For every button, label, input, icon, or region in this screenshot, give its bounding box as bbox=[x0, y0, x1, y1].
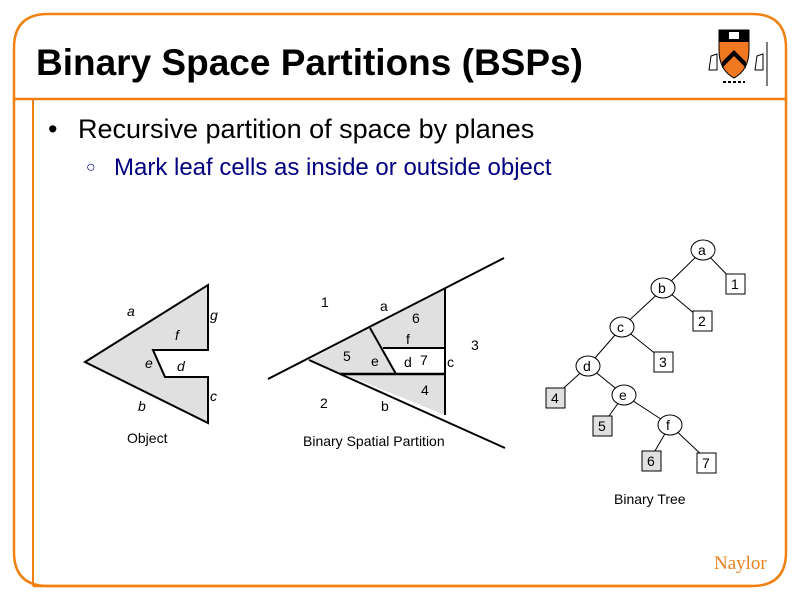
bullet-text: Mark leaf cells as inside or outside obj… bbox=[114, 154, 552, 181]
partition-figure: 1 a 6 f 3 5 e d 7 c 4 2 b Binary Spatial… bbox=[267, 257, 506, 449]
tree-leaf-5 bbox=[592, 415, 613, 437]
edge-label-a: a bbox=[127, 303, 135, 319]
bullet-level1: • Recursive partition of space by planes bbox=[48, 114, 534, 145]
tree-leaf-label-7: 7 bbox=[702, 455, 710, 471]
tree-leaf-2 bbox=[692, 310, 713, 332]
tree-leaf-label-3: 3 bbox=[659, 354, 667, 370]
tree-node-label-c: c bbox=[617, 319, 624, 335]
author-credit: Naylor bbox=[714, 553, 767, 574]
cell-label-4: 4 bbox=[421, 382, 429, 398]
tree-leaf-label-4: 4 bbox=[551, 390, 559, 406]
partition-caption: Binary Spatial Partition bbox=[303, 433, 445, 449]
cell-label-5: 5 bbox=[343, 348, 351, 364]
tree-leaf-6 bbox=[641, 450, 662, 472]
tree-node-c bbox=[609, 316, 635, 338]
cell-label-7: 7 bbox=[420, 352, 428, 368]
tree-node-f bbox=[657, 414, 683, 436]
bullet-text: Recursive partition of space by planes bbox=[78, 114, 535, 144]
line-label-a: a bbox=[380, 298, 388, 314]
cell-label-2: 2 bbox=[320, 395, 328, 411]
bullet-level2: ○ Mark leaf cells as inside or outside ob… bbox=[86, 154, 552, 182]
tree-leaf-1 bbox=[725, 273, 746, 295]
bullet-marker: ○ bbox=[86, 159, 96, 176]
tree-caption: Binary Tree bbox=[614, 491, 686, 507]
tree-leaf-label-6: 6 bbox=[647, 453, 655, 469]
line-label-d: d bbox=[404, 354, 412, 370]
tree-leaf-7 bbox=[696, 452, 717, 474]
tree-leaf-label-1: 1 bbox=[731, 276, 739, 292]
tree-figure bbox=[545, 239, 746, 474]
tree-node-d bbox=[575, 355, 601, 377]
cell-label-1: 1 bbox=[321, 294, 329, 310]
tree-leaf-4 bbox=[545, 387, 566, 409]
tree-node-label-e: e bbox=[619, 387, 627, 403]
line-label-e: e bbox=[371, 353, 379, 369]
tree-node-b bbox=[650, 277, 676, 299]
tree-node-label-a: a bbox=[698, 242, 706, 258]
tree-leaf-3 bbox=[653, 351, 674, 373]
cell-label-6: 6 bbox=[412, 310, 420, 326]
edge-label-b: b bbox=[138, 398, 146, 414]
tree-leaf-label-5: 5 bbox=[598, 418, 606, 434]
tree-leaf-label-2: 2 bbox=[698, 313, 706, 329]
object-figure: a g f e d c b Object bbox=[82, 283, 218, 446]
edge-label-d: d bbox=[177, 358, 186, 374]
tree-node-label-b: b bbox=[658, 280, 666, 296]
tree-node-label-d: d bbox=[583, 358, 591, 374]
edge-label-c: c bbox=[210, 388, 217, 404]
line-label-c: c bbox=[447, 354, 454, 370]
bullet-marker: • bbox=[48, 114, 58, 144]
princeton-shield-logo bbox=[708, 29, 768, 86]
tree-labels: a b c d e f 1 2 3 4 5 6 7 Binary Tree bbox=[551, 242, 739, 507]
edge-label-e: e bbox=[145, 355, 153, 371]
slide-title: Binary Space Partitions (BSPs) bbox=[36, 42, 583, 83]
edge-label-f: f bbox=[175, 327, 181, 343]
tree-node-a bbox=[690, 239, 716, 261]
tree-node-label-f: f bbox=[666, 417, 670, 433]
line-label-f: f bbox=[406, 331, 410, 347]
object-caption: Object bbox=[127, 430, 168, 446]
cell-label-3: 3 bbox=[471, 337, 479, 353]
object-shape bbox=[82, 283, 209, 425]
tree-node-e bbox=[611, 384, 637, 406]
edge-label-g: g bbox=[210, 307, 218, 323]
line-label-b: b bbox=[381, 398, 389, 414]
